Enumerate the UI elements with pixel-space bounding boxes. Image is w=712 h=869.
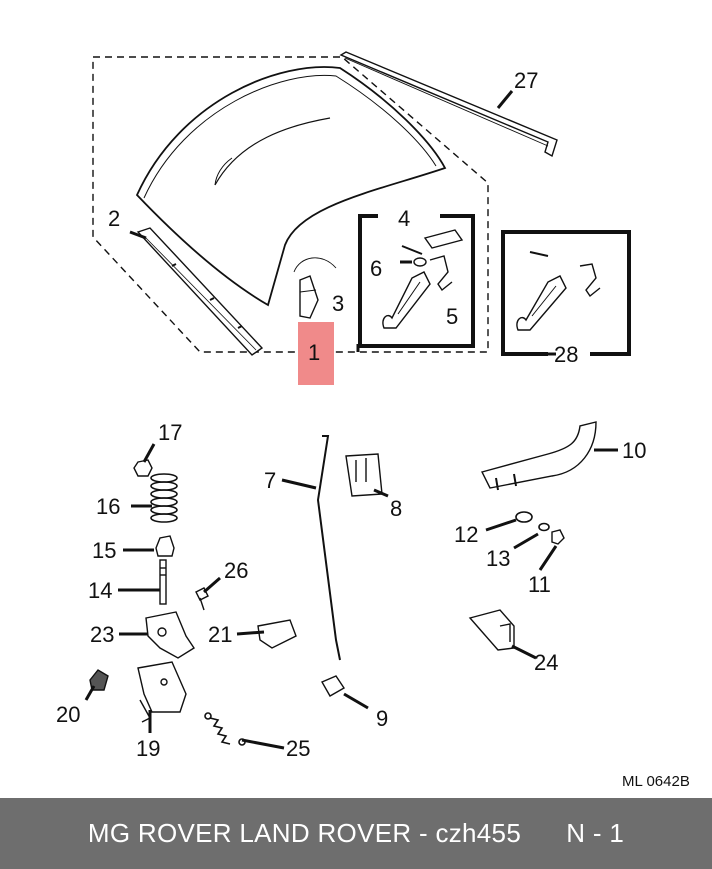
callout-26: 26 [224, 558, 248, 583]
callout-14: 14 [88, 578, 112, 603]
release-cable [316, 435, 341, 661]
callout-3: 3 [332, 291, 344, 316]
callout-16: 16 [96, 494, 120, 519]
spring-washer [538, 522, 550, 532]
callout-12: 12 [454, 522, 478, 547]
callout-20: 20 [56, 702, 80, 727]
footer-spacer [521, 818, 566, 848]
footer-bar: MG ROVER LAND ROVER - czh455 N - 1 [0, 798, 712, 869]
callout-9: 9 [376, 706, 388, 731]
callout-6: 6 [370, 256, 382, 281]
striker-pin [159, 559, 167, 605]
footer-brand: MG ROVER LAND ROVER - czh455 [87, 818, 522, 848]
callout-13: 13 [486, 546, 510, 571]
callout-10: 10 [622, 438, 646, 463]
washer-part [515, 511, 533, 523]
callout-17: 17 [158, 420, 182, 445]
footer-page: N - 1 [566, 818, 625, 848]
callout-27: 27 [514, 68, 538, 93]
callout-15: 15 [92, 538, 116, 563]
release-bracket [257, 619, 297, 649]
seal-strip [136, 227, 264, 356]
callout-7: 7 [264, 468, 276, 493]
callout-19: 19 [136, 736, 160, 761]
callout-28: 28 [554, 342, 578, 367]
nut-part [133, 459, 153, 477]
rear-seal-strip [339, 51, 558, 158]
stay-nut [551, 529, 565, 545]
safety-catch [382, 229, 464, 329]
callout-4: 4 [398, 206, 410, 231]
bonnet-stay [480, 421, 597, 491]
callout-8: 8 [390, 496, 402, 521]
cable-clip-end [321, 675, 345, 697]
callout-2: 2 [108, 206, 120, 231]
clip-part [293, 257, 337, 319]
callout-1: 1 [308, 340, 320, 365]
bonnet-panel [135, 66, 447, 307]
rubber-bush [155, 535, 175, 557]
reference-code: ML 0642B [622, 773, 690, 790]
callout-5: 5 [446, 304, 458, 329]
footer-caption: MG ROVER LAND ROVER - czh455 N - 1 [88, 818, 624, 849]
callout-11: 11 [528, 572, 551, 597]
highlight-box [298, 322, 334, 385]
bolt-part [195, 587, 209, 611]
callout-23: 23 [90, 622, 114, 647]
callout-24: 24 [534, 650, 558, 675]
bonnet-lock [137, 661, 187, 723]
safety-catch-alt [516, 251, 601, 331]
tension-spring [204, 712, 246, 746]
catch-kit-box-alt [503, 232, 629, 354]
stay-bracket [468, 609, 515, 651]
striker-bracket [145, 611, 195, 659]
callout-21: 21 [208, 622, 232, 647]
exploded-parts-diagram: 1 2 3 4 5 6 7 8 9 10 11 12 13 14 15 16 1… [56, 51, 690, 790]
coil-spring [150, 473, 178, 523]
callout-25: 25 [286, 736, 310, 761]
